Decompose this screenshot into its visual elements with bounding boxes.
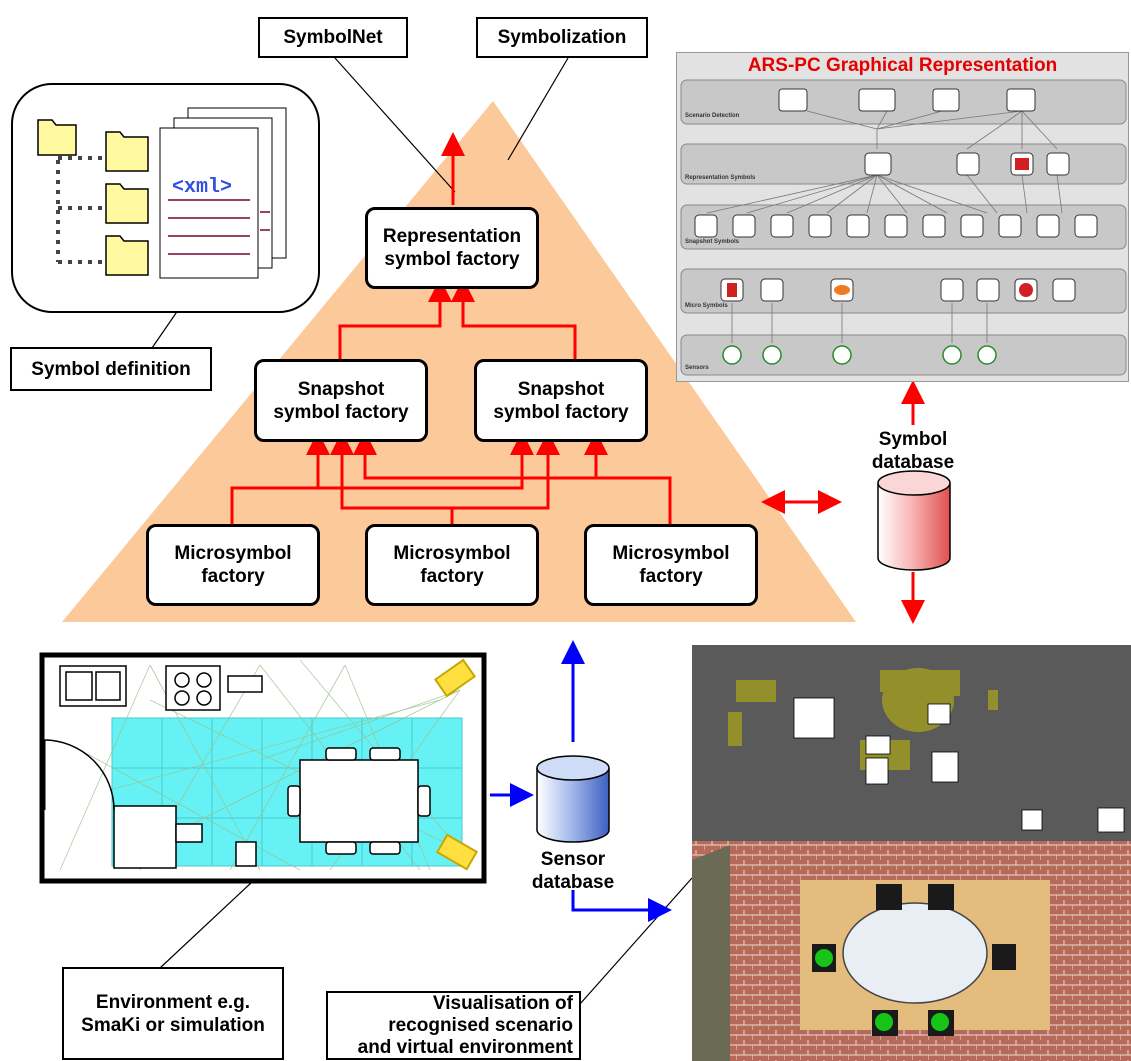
environment-callout-line: [159, 881, 253, 969]
ars-pc-title: ARS-PC Graphical Representation: [747, 55, 1058, 76]
environment-label: Environment e.g. SmaKi or simulation: [62, 967, 284, 1060]
ars-pc-graphical-representation: ARS-PC Graphical Representation: [676, 52, 1129, 382]
xml-tag: <xml>: [172, 176, 233, 199]
ars-layer-sensors: Sensors: [685, 365, 709, 371]
visualisation-label: Visualisation of recognised scenario and…: [326, 991, 581, 1060]
ars-layer-representation-symbols: Representation Symbols: [685, 175, 756, 181]
arrow-sensor-db-to-visualisation: [571, 890, 672, 922]
representation-symbol-factory: Representation symbol factory: [365, 207, 539, 289]
arrow-micro3-to-snapshot-left: [353, 431, 672, 525]
microsymbol-factory-1: Microsymbol factory: [146, 524, 320, 606]
symbolization-label: Symbolization: [476, 17, 648, 58]
microsymbol-factory-2: Microsymbol factory: [365, 524, 539, 606]
ars-pc-layers: [680, 79, 1127, 376]
symbolnet-callout-line: [334, 57, 456, 193]
arrow-micro2-to-snapshot-left: [330, 431, 454, 525]
snapshot-symbol-factory-right: Snapshot symbol factory: [474, 359, 648, 442]
visualisation-scene: [692, 645, 1131, 1061]
symbol-database-label: Symbol database: [871, 429, 955, 473]
snapshot-symbol-factory-left: Snapshot symbol factory: [254, 359, 428, 442]
sensor-database-cylinder: [536, 755, 610, 843]
ars-layer-snapshot-symbols: Snapshot Symbols: [685, 239, 740, 245]
arrow-snapshot-right-to-representation: [451, 278, 577, 360]
symbol-database-cylinder: [877, 470, 951, 571]
microsymbol-factory-3: Microsymbol factory: [584, 524, 758, 606]
arrow-micro2-to-snapshot-right: [452, 431, 560, 510]
symbol-definition-illustration: [11, 83, 320, 313]
symbolnet-label: SymbolNet: [258, 17, 408, 58]
sensor-database-label: Sensor database: [531, 849, 615, 893]
arrow-snapshot-left-to-representation: [338, 278, 452, 360]
arrow-micro3-to-snapshot-right: [584, 431, 670, 480]
symbol-definition-label: Symbol definition: [10, 347, 212, 391]
arrow-micro1-to-snapshot-right: [232, 431, 534, 490]
symbolization-callout-line: [507, 57, 569, 161]
ars-layer-scenario-detection: Scenario Detection: [685, 113, 740, 119]
symbolization-pyramid: [62, 101, 856, 622]
ars-layer-micro-symbols: Micro Symbols: [685, 303, 728, 309]
kitchen-floorplan: [39, 652, 487, 884]
